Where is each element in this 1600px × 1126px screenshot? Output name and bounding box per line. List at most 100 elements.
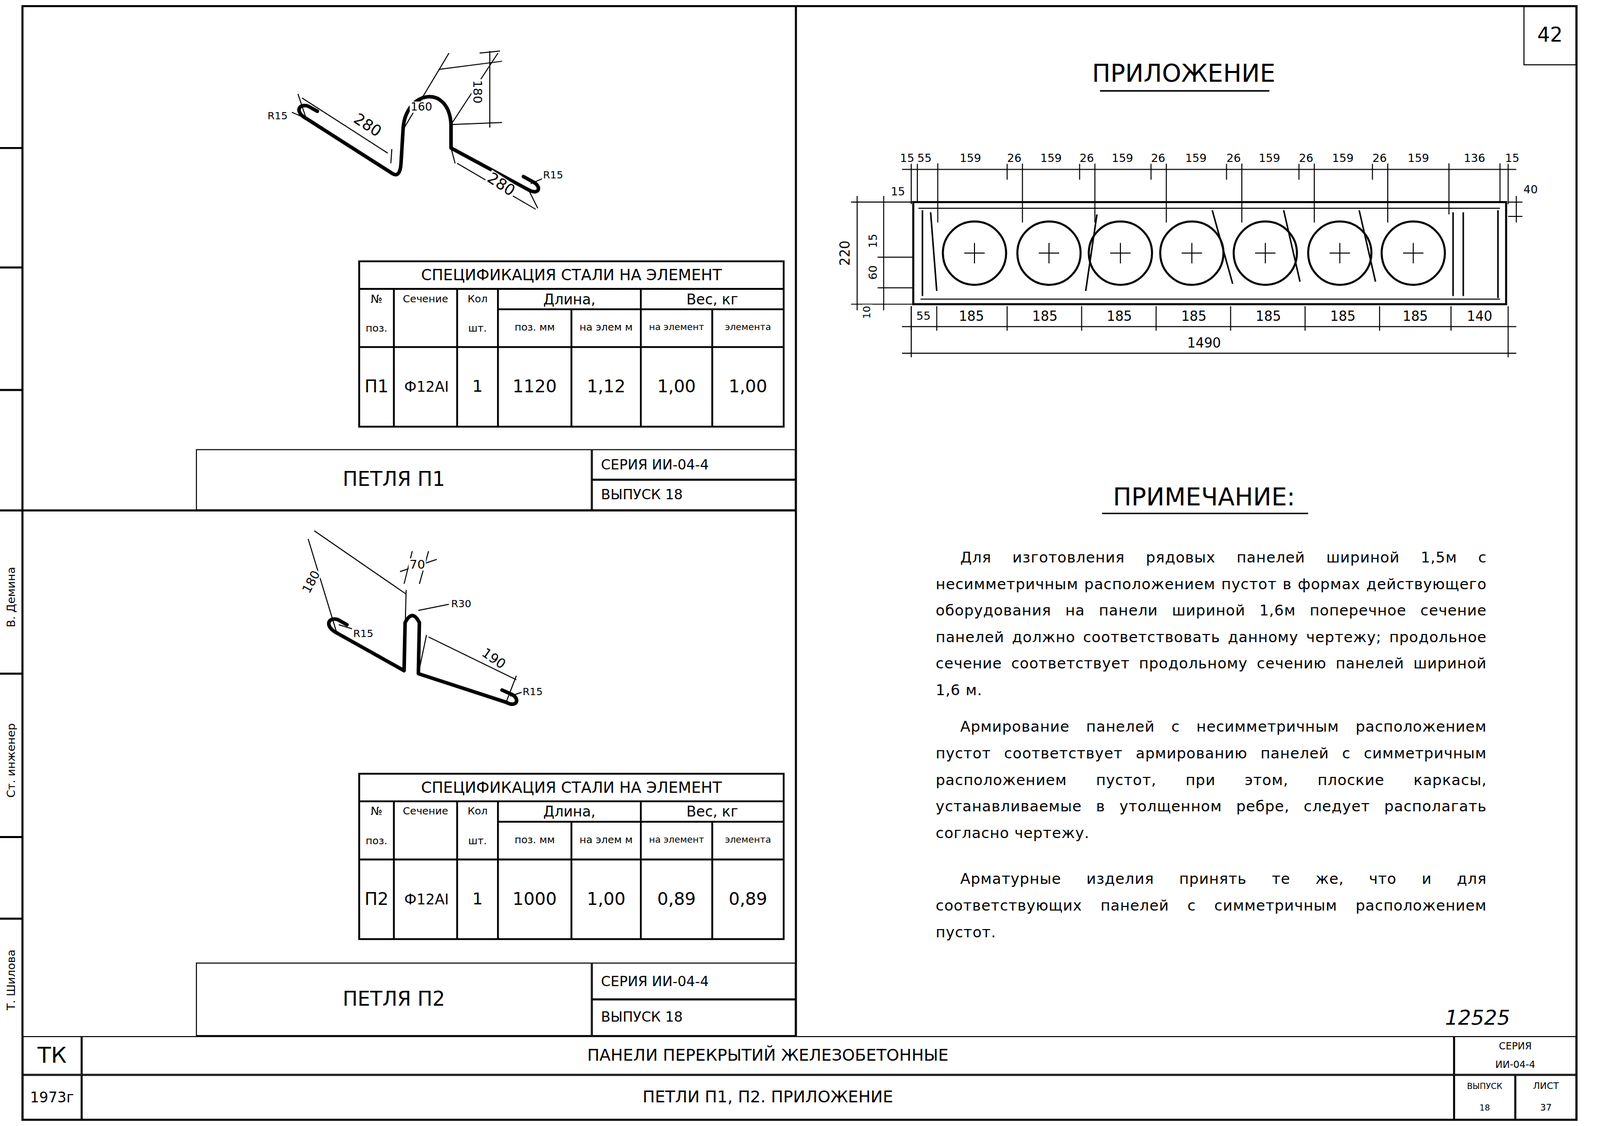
loop-p1-dimensions-stroke <box>479 50 501 53</box>
dimension-label: 185 <box>1180 309 1208 324</box>
panel-dimension-lines-stroke <box>902 352 1517 354</box>
steel-table-grid <box>359 261 784 939</box>
table-cell: элемента <box>723 322 772 333</box>
dimension-label: 26 <box>1371 152 1388 164</box>
dimension-label: 60 <box>868 264 880 281</box>
loop-p2-dimensions-stroke <box>338 624 353 629</box>
table-cell: шт. <box>467 323 488 334</box>
table-cell: Кол <box>466 293 489 305</box>
cell-text: ВЫПУСК 18 <box>592 479 795 510</box>
title-block-name: ПАНЕЛИ ПЕРЕКРЫТИЙ ЖЕЛЕЗОБЕТОННЫЕ <box>81 1035 1455 1075</box>
section-heading: ПРИМЕЧАНИЕ: <box>1112 484 1297 510</box>
panel-dimension-lines-stroke <box>856 195 858 310</box>
panel-dimension-lines-stroke <box>902 169 1517 171</box>
sheet-frame-stroke <box>22 6 1577 1120</box>
steel-table-grid-stroke <box>497 800 500 939</box>
dimension-label: R15 <box>266 111 289 122</box>
table-cell: 0,89 <box>727 890 769 908</box>
loop-p1-dimensions-stroke <box>298 94 307 119</box>
cell-text: ПЕТЛЯ П2 <box>196 963 591 1035</box>
loop-p1-dimensions-stroke <box>390 149 392 164</box>
dimension-label: 159 <box>1039 152 1063 164</box>
loop-p1-dimensions-stroke <box>291 112 307 119</box>
note-paragraph: Для изготовления рядовых панелей шириной… <box>935 543 1487 704</box>
dimension-label: 180 <box>471 79 484 105</box>
dimension-label: 185 <box>1401 309 1429 324</box>
steel-table-grid-stroke <box>393 288 396 427</box>
dimension-label: 26 <box>1225 152 1242 164</box>
loop-p2-dimensions-stroke <box>314 530 407 594</box>
table-cell: Вес, кг <box>685 803 740 819</box>
panel-cross-section-stroke <box>1381 221 1445 285</box>
steel-table-grid-stroke <box>570 309 573 427</box>
steel-table-grid-stroke <box>639 800 642 939</box>
dimension-label: 26 <box>1006 152 1023 164</box>
panel-dimension-lines-stroke <box>1515 195 1517 223</box>
loop-p1-dimensions <box>291 50 545 210</box>
issue-cell: ВЫПУСК18 <box>1454 1074 1516 1120</box>
table-cell: 1 <box>471 890 484 908</box>
cell-text: ТК <box>23 1036 81 1074</box>
dimension-label: 136 <box>1462 152 1487 164</box>
table-cell: элемента <box>723 835 772 845</box>
steel-table-grid-stroke <box>570 821 573 939</box>
heading-underlines <box>1099 90 1309 514</box>
sheet-frame-stroke <box>0 388 23 391</box>
sheet-frame-stroke <box>591 478 796 481</box>
panel-cross-section-stroke <box>1497 210 1499 299</box>
series-cell: СЕРИЯ ИИ-04-4ВЫПУСК 18 <box>591 449 796 511</box>
table-cell: 1 <box>471 378 484 396</box>
table-cell: 1000 <box>511 890 558 908</box>
dimension-label: 185 <box>957 309 985 324</box>
table-cell: поз. мм <box>513 322 556 333</box>
table-cell: 1,12 <box>585 378 627 396</box>
steel-table-grid-stroke <box>711 821 714 939</box>
cell-text: ПЕТЛЯ П1 <box>196 450 591 510</box>
loop-p2-dimensions <box>308 530 523 703</box>
dimension-label: 70 <box>408 558 427 571</box>
loop-p2 <box>328 615 518 704</box>
panel-cross-section-stroke <box>921 210 924 297</box>
panel-cross-section-stroke <box>1088 221 1152 285</box>
dimension-label: 280 <box>483 169 519 200</box>
sheet-frame <box>0 6 1577 1120</box>
stamp-cell: ТК <box>22 1035 82 1075</box>
steel-table-grid-stroke <box>359 287 784 290</box>
loop-p1-dimensions-stroke <box>438 61 503 70</box>
title-cell: ПЕТЛЯ П2 <box>195 962 592 1036</box>
panel-dimension-lines-stroke <box>877 256 913 258</box>
loop-p2-dimensions-stroke <box>510 691 523 696</box>
cell-text: 18 <box>1455 1096 1515 1119</box>
dimension-label: R30 <box>450 598 473 610</box>
dimension-label: 159 <box>1110 152 1135 164</box>
panel-cross-section-stroke <box>913 201 1506 305</box>
heading-underlines-stroke <box>1099 89 1270 92</box>
sheet-frame-stroke <box>795 6 798 1036</box>
signature-stamp: Ст. инженер <box>5 722 17 799</box>
table-cell: П2 <box>363 890 390 908</box>
null-stroke-stroke <box>1403 243 1424 264</box>
table-cell: Вес, кг <box>685 291 740 307</box>
panel-cross-section-stroke <box>1160 221 1224 285</box>
dimension-label: 180 <box>299 567 323 596</box>
signature-stamp: Т. Шилова <box>5 948 17 1011</box>
loop-p2-dimensions-stroke <box>418 603 450 611</box>
loop-p1-dimensions-stroke <box>402 52 449 130</box>
null-stroke-stroke <box>964 243 985 264</box>
table-cell: П1 <box>363 378 390 396</box>
dimension-label: 160 <box>409 101 434 114</box>
loop-p1-dimensions-stroke <box>451 122 503 125</box>
table-cell: на элем м <box>578 322 635 333</box>
sheet-frame-stroke <box>591 998 796 1001</box>
table-cell: на элем м <box>578 834 635 845</box>
loop-p1-dimensions-stroke <box>528 189 538 209</box>
panel-dimension-lines-stroke <box>911 306 1508 358</box>
dimension-label: 15 <box>898 152 916 164</box>
table-cell: поз. <box>364 835 389 847</box>
steel-table-grid-stroke <box>639 288 642 427</box>
note-paragraph: Армирование панелей с несимметричным рас… <box>935 713 1487 847</box>
series-cell: СЕРИЯ ИИ-04-4ВЫПУСК 18 <box>591 962 796 1036</box>
dimension-label: 15 <box>889 186 907 198</box>
table-cell: 1120 <box>511 378 558 396</box>
dimension-label: 26 <box>1078 152 1095 164</box>
